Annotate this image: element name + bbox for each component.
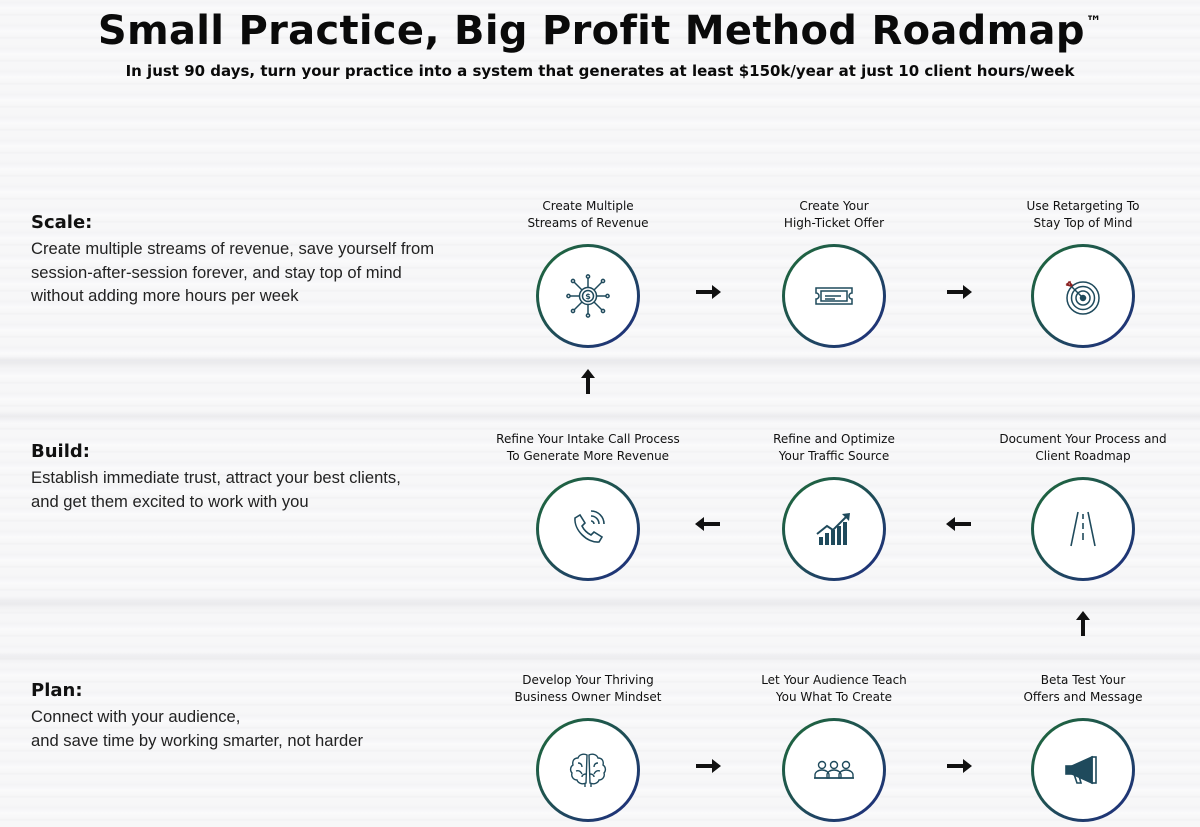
brain-icon: [569, 753, 607, 787]
step-audience-teach: Let Your Audience Teach You What To Crea…: [714, 672, 954, 822]
step-multiple-streams: Create Multiple Streams of Revenue $: [468, 198, 708, 348]
phase-scale-description: Create multiple streams of revenue, save…: [31, 239, 435, 305]
step-beta-test-label: Beta Test Your Offers and Message: [1023, 673, 1143, 704]
roadmap-subtitle: In just 90 days, turn your practice into…: [125, 62, 1075, 80]
step-ring: [1031, 477, 1135, 581]
audience-icon: [814, 760, 854, 779]
megaphone-icon: [1065, 755, 1097, 785]
step-document-process: Document Your Process and Client Roadmap: [963, 431, 1200, 581]
phase-scale: Scale: Create multiple streams of revenu…: [31, 212, 471, 308]
step-high-ticket: Create Your High-Ticket Offer: [714, 198, 954, 348]
phase-scale-title: Scale:: [31, 212, 93, 233]
road-icon: [1070, 511, 1096, 547]
target-icon: [1065, 280, 1100, 315]
step-traffic-source-label: Refine and Optimize Your Traffic Source: [773, 432, 895, 463]
arrow-left-icon: [693, 509, 723, 539]
phone-call-icon: [574, 510, 605, 543]
growth-chart-icon: [816, 513, 850, 545]
step-intake-call-label: Refine Your Intake Call Process To Gener…: [496, 432, 680, 463]
ticket-icon: [815, 287, 853, 305]
step-mindset-label: Develop Your Thriving Business Owner Min…: [514, 673, 662, 704]
phase-build-description: Establish immediate trust, attract your …: [31, 468, 401, 511]
step-ring: $: [536, 244, 640, 348]
svg-text:$: $: [585, 292, 591, 301]
step-ring: [782, 718, 886, 822]
step-multiple-streams-label: Create Multiple Streams of Revenue: [527, 199, 649, 230]
phase-plan-title: Plan:: [31, 680, 83, 701]
step-beta-test: Beta Test Your Offers and Message: [963, 672, 1200, 822]
step-retargeting-label: Use Retargeting To Stay Top of Mind: [1026, 199, 1140, 230]
roadmap-title-text: Small Practice, Big Profit Method Roadma…: [97, 8, 1085, 54]
step-ring: [1031, 244, 1135, 348]
step-traffic-source: Refine and Optimize Your Traffic Source: [714, 431, 954, 581]
phase-plan-description: Connect with your audience, and save tim…: [31, 705, 471, 752]
step-intake-call: Refine Your Intake Call Process To Gener…: [468, 431, 708, 581]
arrow-right-icon: [693, 751, 723, 781]
step-ring: [1031, 718, 1135, 822]
phase-plan-description-line1: Connect with your audience,: [31, 707, 241, 726]
trademark-symbol: ™: [1085, 12, 1103, 31]
step-retargeting: Use Retargeting To Stay Top of Mind: [963, 198, 1200, 348]
arrow-right-icon: [944, 277, 974, 307]
arrow-up-icon: [1068, 609, 1098, 639]
step-audience-teach-label: Let Your Audience Teach You What To Crea…: [761, 673, 907, 704]
step-ring: [536, 477, 640, 581]
arrow-right-icon: [944, 751, 974, 781]
step-ring: [782, 244, 886, 348]
arrow-up-icon: [573, 367, 603, 397]
arrow-left-icon: [944, 509, 974, 539]
phase-build-title: Build:: [31, 441, 90, 462]
step-mindset: Develop Your Thriving Business Owner Min…: [468, 672, 708, 822]
revenue-streams-icon: $: [566, 274, 610, 318]
step-high-ticket-label: Create Your High-Ticket Offer: [783, 199, 885, 230]
step-document-process-label: Document Your Process and Client Roadmap: [999, 432, 1167, 463]
phase-plan-description-line2: and save time by working smarter, not ha…: [31, 730, 364, 750]
phase-plan: Plan: Connect with your audience, and sa…: [31, 680, 471, 752]
roadmap-title: Small Practice, Big Profit Method Roadma…: [0, 8, 1200, 54]
arrow-right-icon: [693, 277, 723, 307]
phase-build: Build: Establish immediate trust, attrac…: [31, 441, 471, 513]
step-ring: [536, 718, 640, 822]
step-ring: [782, 477, 886, 581]
